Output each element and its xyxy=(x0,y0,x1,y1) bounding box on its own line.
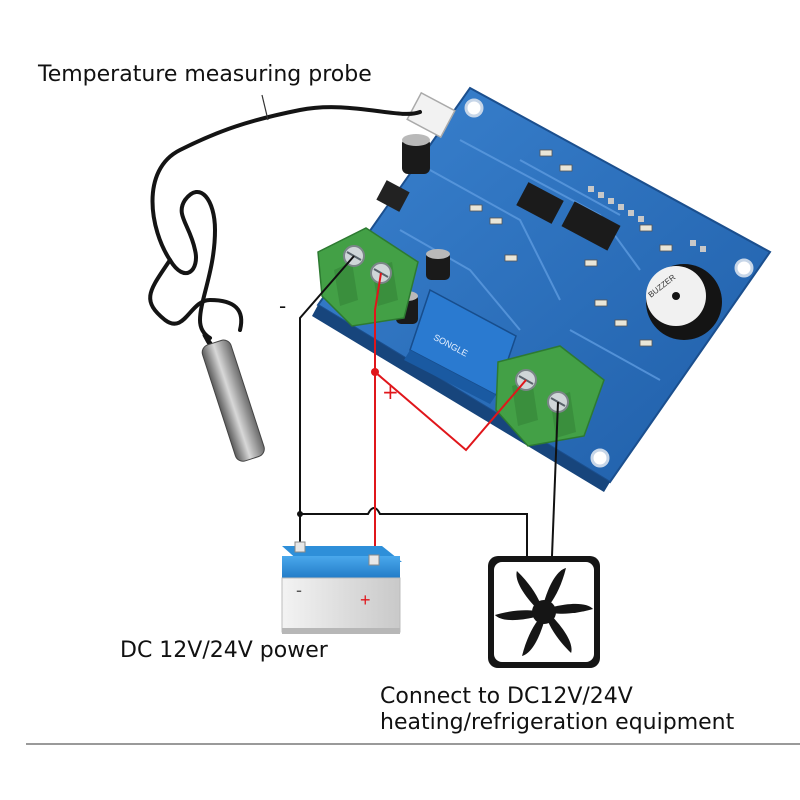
equipment-label-line2: heating/refrigeration equipment xyxy=(380,710,735,736)
equipment-label: Connect to DC12V/24V heating/refrigerati… xyxy=(380,684,734,737)
probe-label: Temperature measuring probe xyxy=(38,62,372,87)
equipment-label-line1: Connect to DC12V/24V xyxy=(380,684,633,709)
chip xyxy=(561,201,621,251)
power-terminal-block xyxy=(317,227,419,327)
capacitor xyxy=(426,249,450,280)
wire-plus-sign: + xyxy=(382,380,399,404)
wires xyxy=(297,255,559,560)
battery-terminal-negative xyxy=(294,541,306,553)
mounting-hole xyxy=(734,258,754,278)
bottom-divider xyxy=(26,743,800,745)
relay: SONGLE xyxy=(404,288,517,404)
battery-minus-sign: - xyxy=(296,580,302,600)
power-label: DC 12V/24V power xyxy=(120,638,328,663)
wire-output-to-fan xyxy=(551,401,559,557)
temperature-probe xyxy=(148,94,422,462)
probe-connector xyxy=(406,91,456,139)
wire-junction xyxy=(297,511,303,517)
chip xyxy=(516,182,564,224)
wire-positive xyxy=(374,272,382,560)
mounting-hole xyxy=(590,448,610,468)
battery: - + xyxy=(281,541,402,634)
buzzer: BUZZER xyxy=(646,264,722,340)
fan-equipment xyxy=(488,556,600,668)
wire-positive-to-relay xyxy=(374,371,527,452)
voltage-regulator xyxy=(376,180,410,212)
wire-junction xyxy=(371,368,379,376)
probe-cable xyxy=(150,105,422,340)
probe-tip xyxy=(201,339,265,462)
fan-icon xyxy=(494,568,594,656)
wire-negative xyxy=(299,255,355,548)
battery-plus-sign: + xyxy=(360,590,371,610)
battery-terminal-positive xyxy=(368,554,380,566)
wire-minus-sign: - xyxy=(279,294,287,318)
controller-board: SONGLE BUZZER xyxy=(312,86,772,492)
mounting-hole xyxy=(464,98,484,118)
capacitor xyxy=(402,134,430,174)
probe-pointer-line xyxy=(261,94,269,121)
